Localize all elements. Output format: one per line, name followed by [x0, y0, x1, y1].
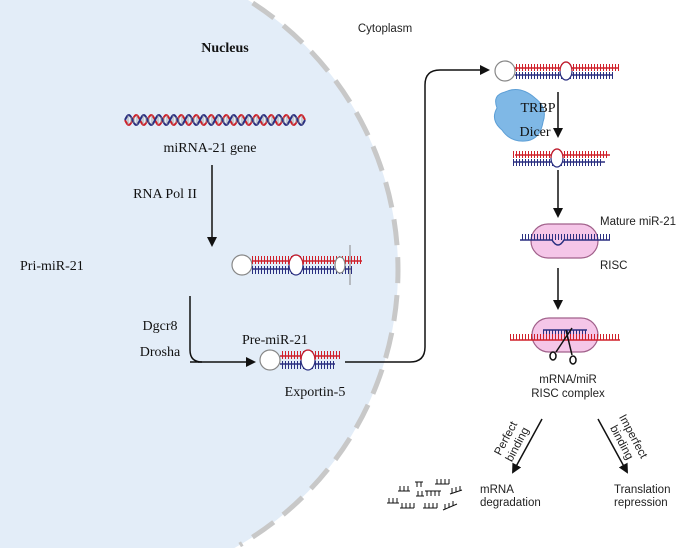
degradation-label-2: degradation — [480, 497, 541, 509]
cytoplasm-label: Cytoplasm — [358, 23, 412, 35]
degradation-label-1: mRNA — [480, 484, 514, 496]
nuclear-membrane — [238, 0, 401, 548]
drosha-label: Drosha — [140, 345, 181, 360]
perfect-binding-arrow — [512, 418, 543, 474]
trbp-label: TRBP — [520, 101, 555, 116]
imperfect-binding-arrow — [597, 418, 628, 474]
mature-mirna-strand — [520, 234, 612, 246]
translation-label-2: repression — [614, 497, 668, 509]
cytoplasmic-pre-mir — [494, 60, 619, 82]
dna-helix — [124, 113, 306, 127]
mature-mir-label: Mature miR-21 — [600, 216, 676, 228]
dicer-trbp-complex — [493, 89, 545, 142]
pre-mir-label: Pre-miR-21 — [242, 333, 308, 348]
risc-complex — [530, 223, 599, 259]
rna-pol-label: RNA Pol II — [133, 187, 197, 202]
pri-mir-hairpin — [231, 245, 362, 285]
gene-label: miRNA-21 gene — [164, 141, 257, 156]
pre-mir-hairpin — [259, 349, 340, 371]
risc-label: RISC — [600, 260, 627, 272]
scissors-icon — [549, 327, 577, 365]
mrna-fragments — [387, 479, 463, 511]
nucleus-region — [0, 0, 398, 548]
dicer-label: Dicer — [519, 125, 550, 140]
pri-mir-label: Pri-miR-21 — [20, 259, 84, 274]
nucleus-label: Nucleus — [201, 41, 249, 56]
translation-label-1: Translation — [614, 484, 670, 496]
target-mrna — [510, 329, 620, 341]
complex-label-2: RISC complex — [531, 388, 605, 400]
mirna-duplex — [513, 148, 610, 168]
complex-label-1: mRNA/miR — [539, 374, 597, 386]
export-arrow — [345, 65, 490, 363]
exportin-label: Exportin-5 — [285, 385, 346, 400]
dgcr8-label: Dgcr8 — [143, 319, 178, 334]
